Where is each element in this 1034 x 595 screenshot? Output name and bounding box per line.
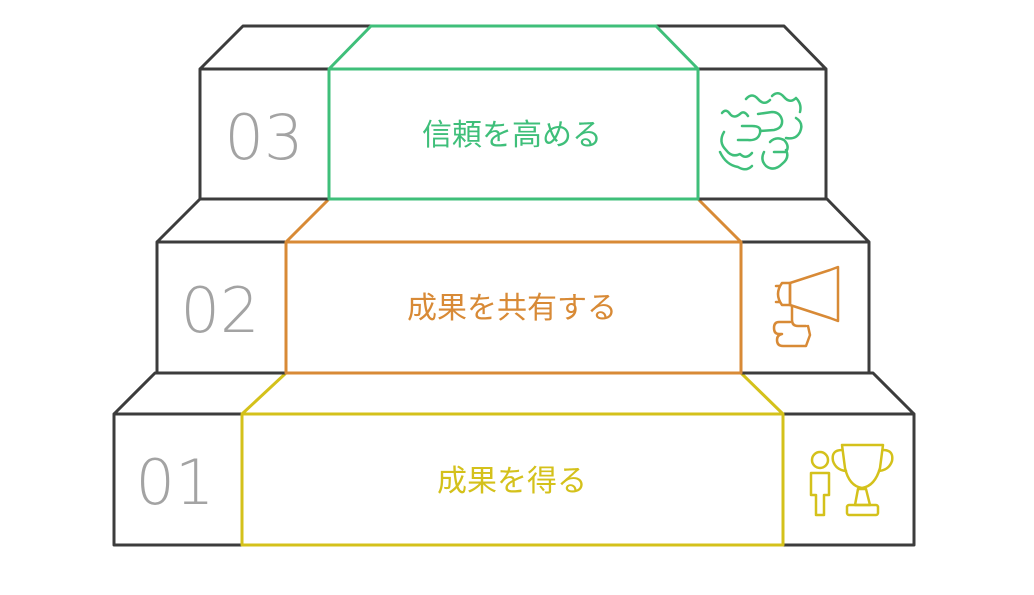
step-02-highlight: [284, 197, 743, 375]
handshake-icon: [718, 92, 803, 171]
step-01-number: 01: [136, 446, 215, 519]
step-02-number: 02: [181, 274, 260, 347]
megaphone-icon: [772, 265, 840, 348]
step-03-label: 信頼を高める: [422, 118, 602, 153]
step-01-label: 成果を得る: [437, 464, 587, 499]
step-03: 03 信頼を高める: [198, 24, 828, 201]
step-01: 01 成果を得る: [112, 371, 916, 547]
step-02-outline: [155, 197, 871, 375]
step-01-highlight: [240, 371, 785, 547]
step-01-outline: [112, 371, 916, 547]
step-02-label: 成果を共有する: [407, 291, 617, 326]
person-trophy-icon: [809, 443, 894, 517]
step-03-highlight: [327, 24, 700, 201]
step-03-number: 03: [225, 101, 304, 174]
step-02: 02 成果を共有する: [155, 197, 871, 375]
